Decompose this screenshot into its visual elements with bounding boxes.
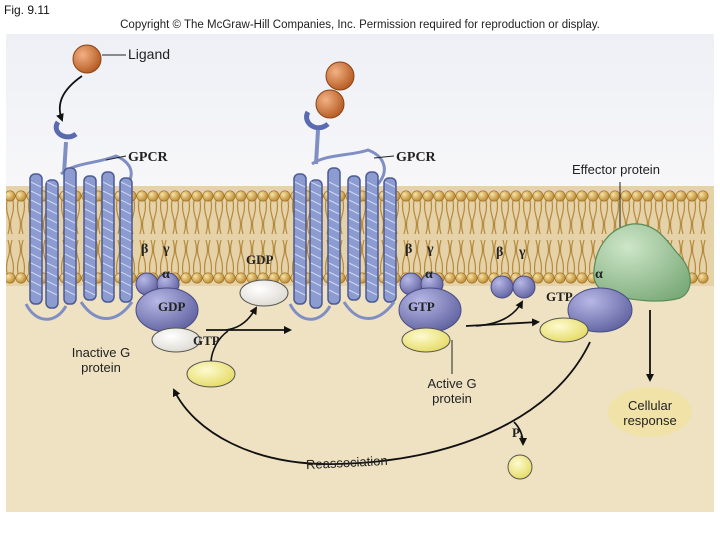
- beta-gamma-arrow: [475, 300, 523, 327]
- effector-protein-label: Effector protein: [572, 162, 660, 177]
- beta-glyph-free: β: [496, 245, 504, 260]
- gdp-glyph-released: GDP: [246, 252, 274, 267]
- gamma-glyph-active: γ: [427, 242, 434, 257]
- pi-letter: P: [512, 425, 520, 440]
- gtp-on-alpha: [539, 317, 589, 343]
- ligand-label: Ligand: [128, 46, 171, 62]
- free-beta-gamma: [490, 275, 536, 299]
- figure-label: Fig. 9.11: [4, 3, 50, 17]
- gtp-glyph-entering: GTP: [193, 333, 220, 348]
- alpha-glyph-left: α: [162, 267, 170, 282]
- copyright-notice: Copyright © The McGraw-Hill Companies, I…: [120, 19, 600, 31]
- ligand-free: [72, 44, 102, 74]
- active-g-protein-label: Active G protein: [416, 376, 488, 406]
- beta-glyph-active: β: [405, 242, 413, 257]
- gdp-glyph-bound: GDP: [158, 299, 186, 314]
- gpcr-left-leader: [105, 155, 127, 161]
- gtp-entering: [186, 360, 236, 388]
- gdp-released: [239, 279, 289, 307]
- gpcr-right-leader: [373, 155, 395, 159]
- cellular-response-label: Cellular response: [608, 398, 692, 428]
- cellular-response-line2: response: [623, 413, 677, 428]
- cellular-response-glow: [608, 387, 692, 437]
- gamma-glyph-free: γ: [519, 245, 526, 260]
- pi-subscript: i: [519, 432, 523, 443]
- active-g-line2: protein: [432, 391, 472, 406]
- gpcr-receptor-left: [24, 120, 134, 321]
- diagram-panel: Ligand GPCR GPCR Effector protein Inacti…: [6, 34, 714, 512]
- beta-glyph-left: β: [141, 242, 149, 257]
- gdp-out-arrow: [225, 306, 258, 331]
- alpha-glyph-active: α: [425, 267, 433, 282]
- inactive-g-protein: [135, 272, 201, 353]
- alpha-glyph-effector: α: [595, 267, 603, 282]
- cellular-response-line1: Cellular: [627, 398, 673, 413]
- pi-phosphate: [507, 454, 533, 480]
- gtp-glyph-active: GTP: [408, 299, 435, 314]
- inactive-g-line1: Inactive G: [71, 345, 131, 360]
- gamma-glyph-left: γ: [163, 242, 170, 257]
- reassociation-arrow: [172, 341, 591, 465]
- pi-release-arrow: [513, 421, 527, 446]
- inactive-g-line2: protein: [81, 360, 121, 375]
- active-g-line1: Active G: [427, 376, 477, 391]
- diagram-canvas: [6, 34, 714, 480]
- inactive-g-protein-label: Inactive G protein: [56, 345, 146, 375]
- gtp-in-arrow: [210, 330, 229, 362]
- active-g-protein: [398, 272, 462, 353]
- ligand-binding-arrow: [56, 75, 83, 122]
- alpha-subunit-effector: [567, 287, 633, 333]
- pi-glyph: Pi: [512, 425, 522, 446]
- ligand-bound-1: [325, 61, 355, 91]
- gtp-glyph-effector: GTP: [546, 289, 573, 304]
- gpcr-left-label: GPCR: [128, 150, 168, 165]
- ligand-bound-2: [315, 89, 345, 119]
- gpcr-right-label: GPCR: [396, 150, 436, 165]
